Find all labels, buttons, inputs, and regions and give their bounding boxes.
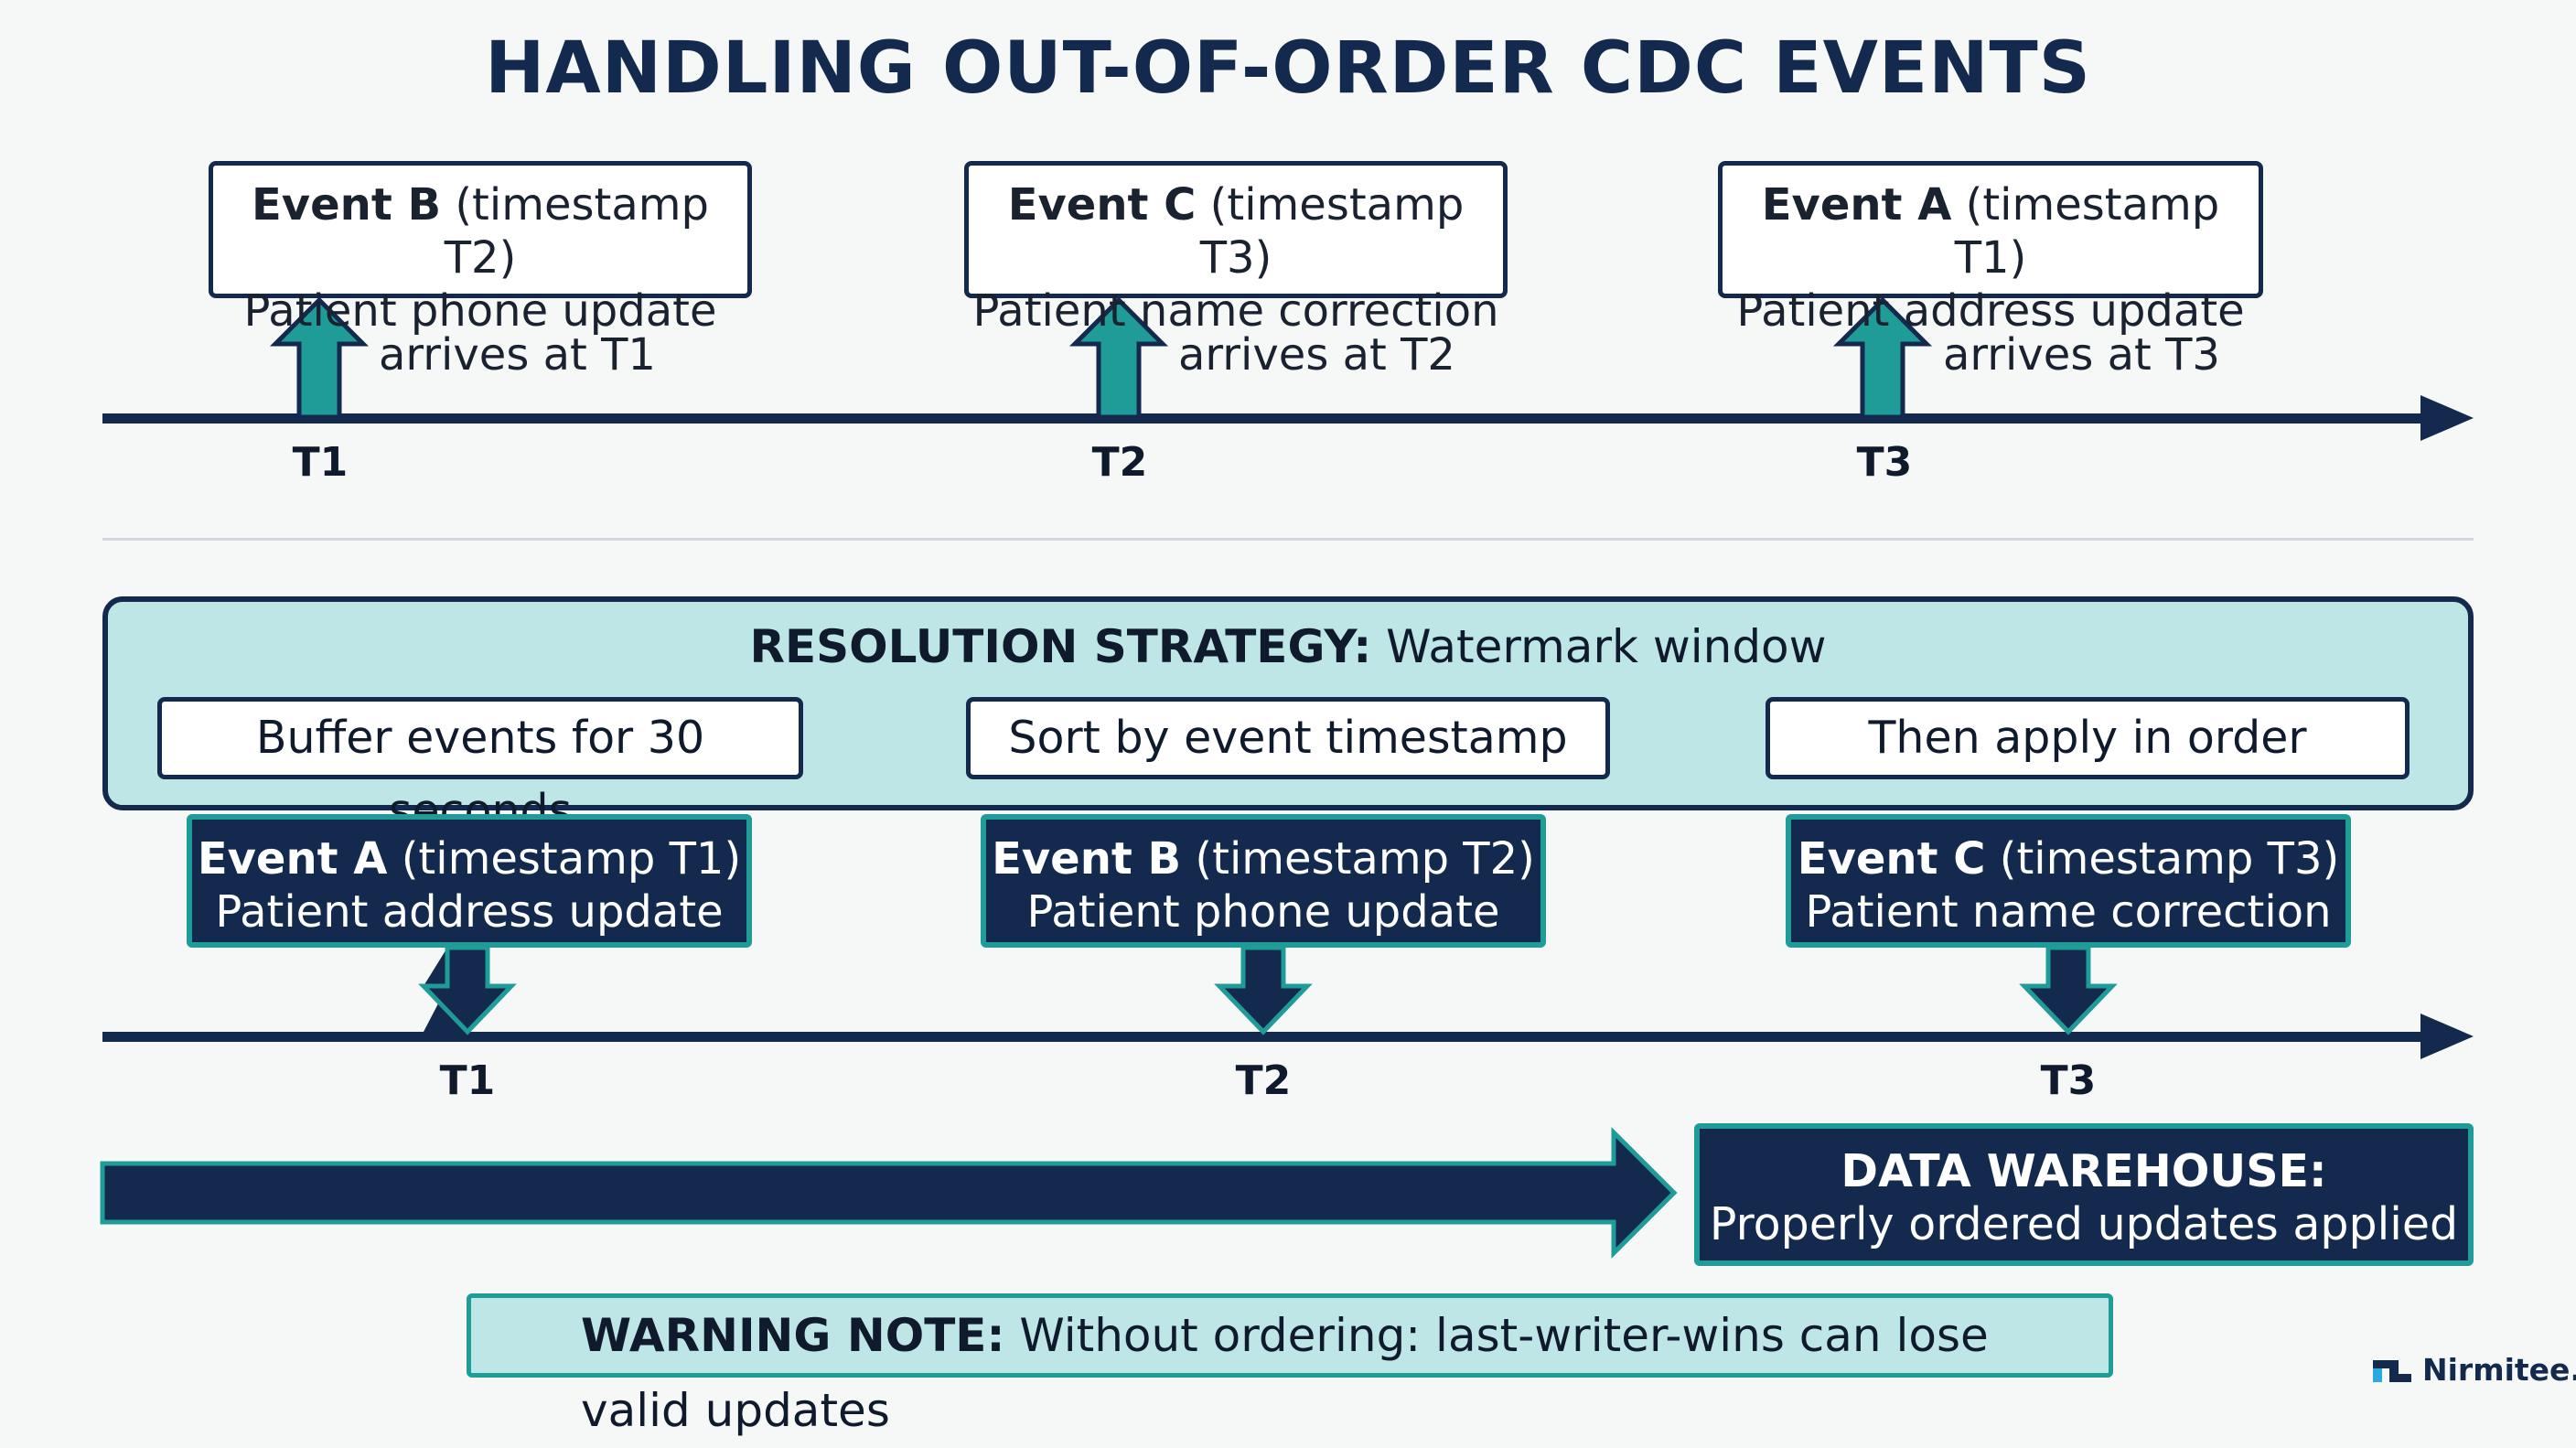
strategy-value: Watermark window [1386,620,1827,673]
event-description: Patient name correction [1805,886,2332,938]
up-arrow-icon [1832,296,1933,420]
event-timestamp: (timestamp T2) [444,179,709,284]
warehouse-description: Properly ordered updates applied [1709,1198,2459,1250]
tick-label: T2 [1235,1057,1292,1104]
ordered-timeline [102,1014,2474,1059]
tick-label: T1 [292,439,349,486]
up-arrow-icon [1068,296,1169,420]
card-heading: Event C (timestamp T3) [969,178,1503,284]
tick-label: T1 [439,1057,496,1104]
event-timestamp: (timestamp T3) [1999,833,2340,885]
arrival-card-event-c: Event C (timestamp T3) Patient name corr… [964,161,1508,337]
event-description: Patient address update [1736,285,2245,337]
strategy-title: RESOLUTION STRATEGY: Watermark window [102,620,2474,673]
down-arrow-icon [418,945,517,1035]
event-name: Event C [1007,179,1197,231]
flow-to-warehouse-arrow [100,1126,1678,1260]
tick-label: T3 [1856,439,1913,486]
event-name: Event A [197,833,388,885]
warning-note: WARNING NOTE: Without ordering: last-wri… [467,1293,2113,1437]
step-buffer: Buffer events for 30 seconds [157,697,803,837]
event-name: Event C [1797,833,1986,885]
card-heading: Event B (timestamp T2) [986,832,1540,885]
card-heading: Event A (timestamp T1) [192,832,746,885]
warning-label: WARNING NOTE: [581,1309,1005,1362]
ordered-card-event-c: Event C (timestamp T3) Patient name corr… [1786,814,2351,948]
event-description: Patient phone update [243,285,717,337]
warehouse-label: DATA WAREHOUSE: [1841,1145,2327,1197]
down-arrow-icon [2019,945,2118,1035]
event-timestamp: (timestamp T2) [1195,833,1535,885]
strategy-label: RESOLUTION STRATEGY: [749,620,1372,673]
down-arrow-icon [1214,945,1313,1035]
arrives-label: arrives at T3 [1943,329,2220,381]
event-name: Event B [992,833,1182,885]
event-timestamp: (timestamp T1) [401,833,742,885]
section-divider [102,538,2474,541]
event-description: Patient phone update [1026,886,1500,938]
ordered-card-event-a: Event A (timestamp T1) Patient address u… [187,814,752,948]
brand-name: Nirmitee.io [2422,1352,2576,1388]
tick-label: T3 [2040,1057,2097,1104]
arrival-timeline [102,395,2474,441]
event-timestamp: (timestamp T1) [1954,179,2220,284]
step-sort: Sort by event timestamp [966,697,1610,779]
card-heading: Event B (timestamp T2) [213,178,747,284]
event-timestamp: (timestamp T3) [1199,179,1465,284]
arrival-card-event-a: Event A (timestamp T1) Patient address u… [1718,161,2263,337]
up-arrow-icon [269,296,370,420]
ordered-card-event-b: Event B (timestamp T2) Patient phone upd… [981,814,1546,948]
event-name: Event B [252,179,442,231]
arrival-card-event-b: Event B (timestamp T2) Patient phone upd… [209,161,752,337]
arrives-label: arrives at T1 [379,329,656,381]
page-title: HANDLING OUT-OF-ORDER CDC EVENTS [485,27,2091,110]
brand-logo-icon [2373,1359,2411,1382]
event-name: Event A [1761,179,1952,231]
card-heading: Event A (timestamp T1) [1723,178,2259,284]
arrives-label: arrives at T2 [1178,329,1455,381]
brand-logo: Nirmitee.io [2373,1352,2576,1388]
event-description: Patient address update [215,886,724,938]
data-warehouse-box: DATA WAREHOUSE: Properly ordered updates… [1694,1123,2474,1266]
step-apply: Then apply in order [1766,697,2410,779]
card-heading: Event C (timestamp T3) [1791,832,2345,885]
tick-label: T2 [1091,439,1148,486]
event-description: Patient name correction [972,285,1499,337]
